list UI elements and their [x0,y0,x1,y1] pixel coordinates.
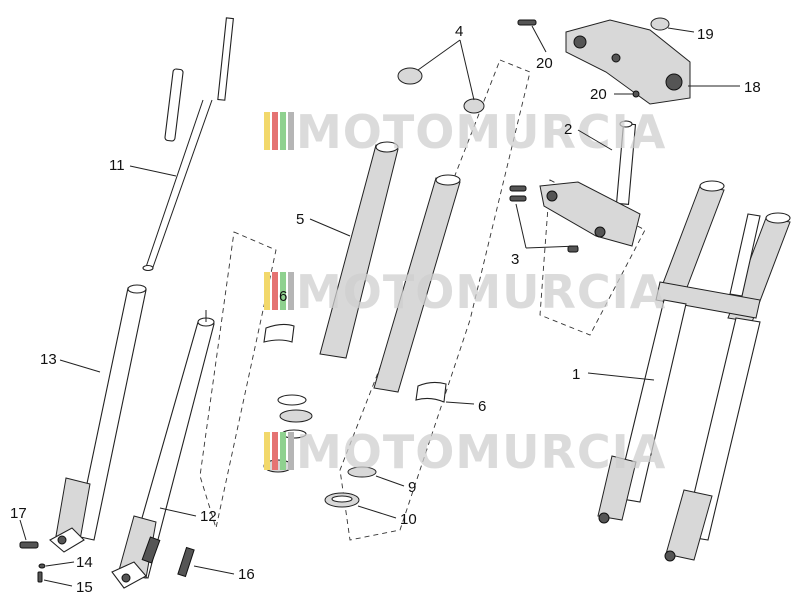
callout-label: 14 [76,554,93,571]
callout-5: 5 [296,211,351,237]
callout-19: 19 [667,26,714,43]
part-fork-assembly-1 [597,180,791,562]
watermark-row-1: MOTOMURCIA [264,105,666,159]
callout-label: 6 [478,398,486,415]
callout-9: 9 [375,475,416,496]
callout-4: 4 [417,23,475,101]
callout-6a: 6 [279,288,287,305]
callout-3: 3 [511,203,579,268]
callout-label: 4 [455,23,463,40]
callout-label: 13 [40,351,57,368]
part-inner-tubes-5 [319,141,461,393]
callout-label: 20 [590,86,607,103]
part-slider-12 [111,310,215,589]
callout-label: 12 [200,508,217,525]
part-dust-seal-10 [324,492,360,508]
callout-label: 10 [400,511,417,528]
callout-label: 20 [536,55,553,72]
part-ring-9 [347,466,377,478]
callout-16: 16 [193,565,255,583]
part-washer-14 [38,563,46,569]
callout-label: 2 [564,121,572,138]
callout-2: 2 [564,121,613,151]
part-spring-16 [177,546,195,578]
callout-20a: 20 [531,25,553,72]
callout-10: 10 [357,505,417,528]
watermark-text: MOTOMURCIA [296,105,666,159]
exploded-group-outline-right [539,179,646,336]
part-stem-2 [539,120,641,247]
part-upper-crown-18 [565,19,691,105]
part-caps-4 [397,67,485,114]
callout-17: 17 [10,505,27,541]
callout-12: 12 [159,507,217,525]
watermark-text: MOTOMURCIA [296,265,666,319]
callout-18: 18 [688,79,761,96]
callout-label: 11 [109,157,125,174]
part-screws-20 [517,19,640,98]
part-rod-11 [142,17,234,272]
callout-label: 18 [744,79,761,96]
callout-label: 16 [238,566,255,583]
part-slider-13 [49,284,147,553]
callout-label: 5 [296,211,304,228]
exploded-group-outline-left [199,231,277,530]
watermark-row-3: MOTOMURCIA [264,425,666,479]
exploded-group-outline-center [339,59,531,541]
callout-6b: 6 [445,398,486,415]
part-bushings-6 [263,323,447,403]
part-cap-19 [650,17,670,31]
callout-14: 14 [45,554,93,571]
callout-20b: 20 [590,86,634,103]
watermark-text: MOTOMURCIA [296,425,666,479]
callout-15: 15 [43,579,93,596]
callout-label: 6 [279,288,287,305]
callout-label: 19 [697,26,714,43]
callout-1: 1 [572,366,655,383]
callout-label: 15 [76,579,93,596]
callout-11: 11 [109,157,177,177]
callout-label: 3 [511,251,519,268]
callout-label: 1 [572,366,580,383]
callout-13: 13 [40,351,101,373]
part-screw-15 [37,571,43,583]
callout-label: 17 [10,505,27,522]
callout-label: 9 [408,479,416,496]
watermark-row-2: MOTOMURCIA [264,265,666,319]
part-bolt-17 [19,541,39,549]
